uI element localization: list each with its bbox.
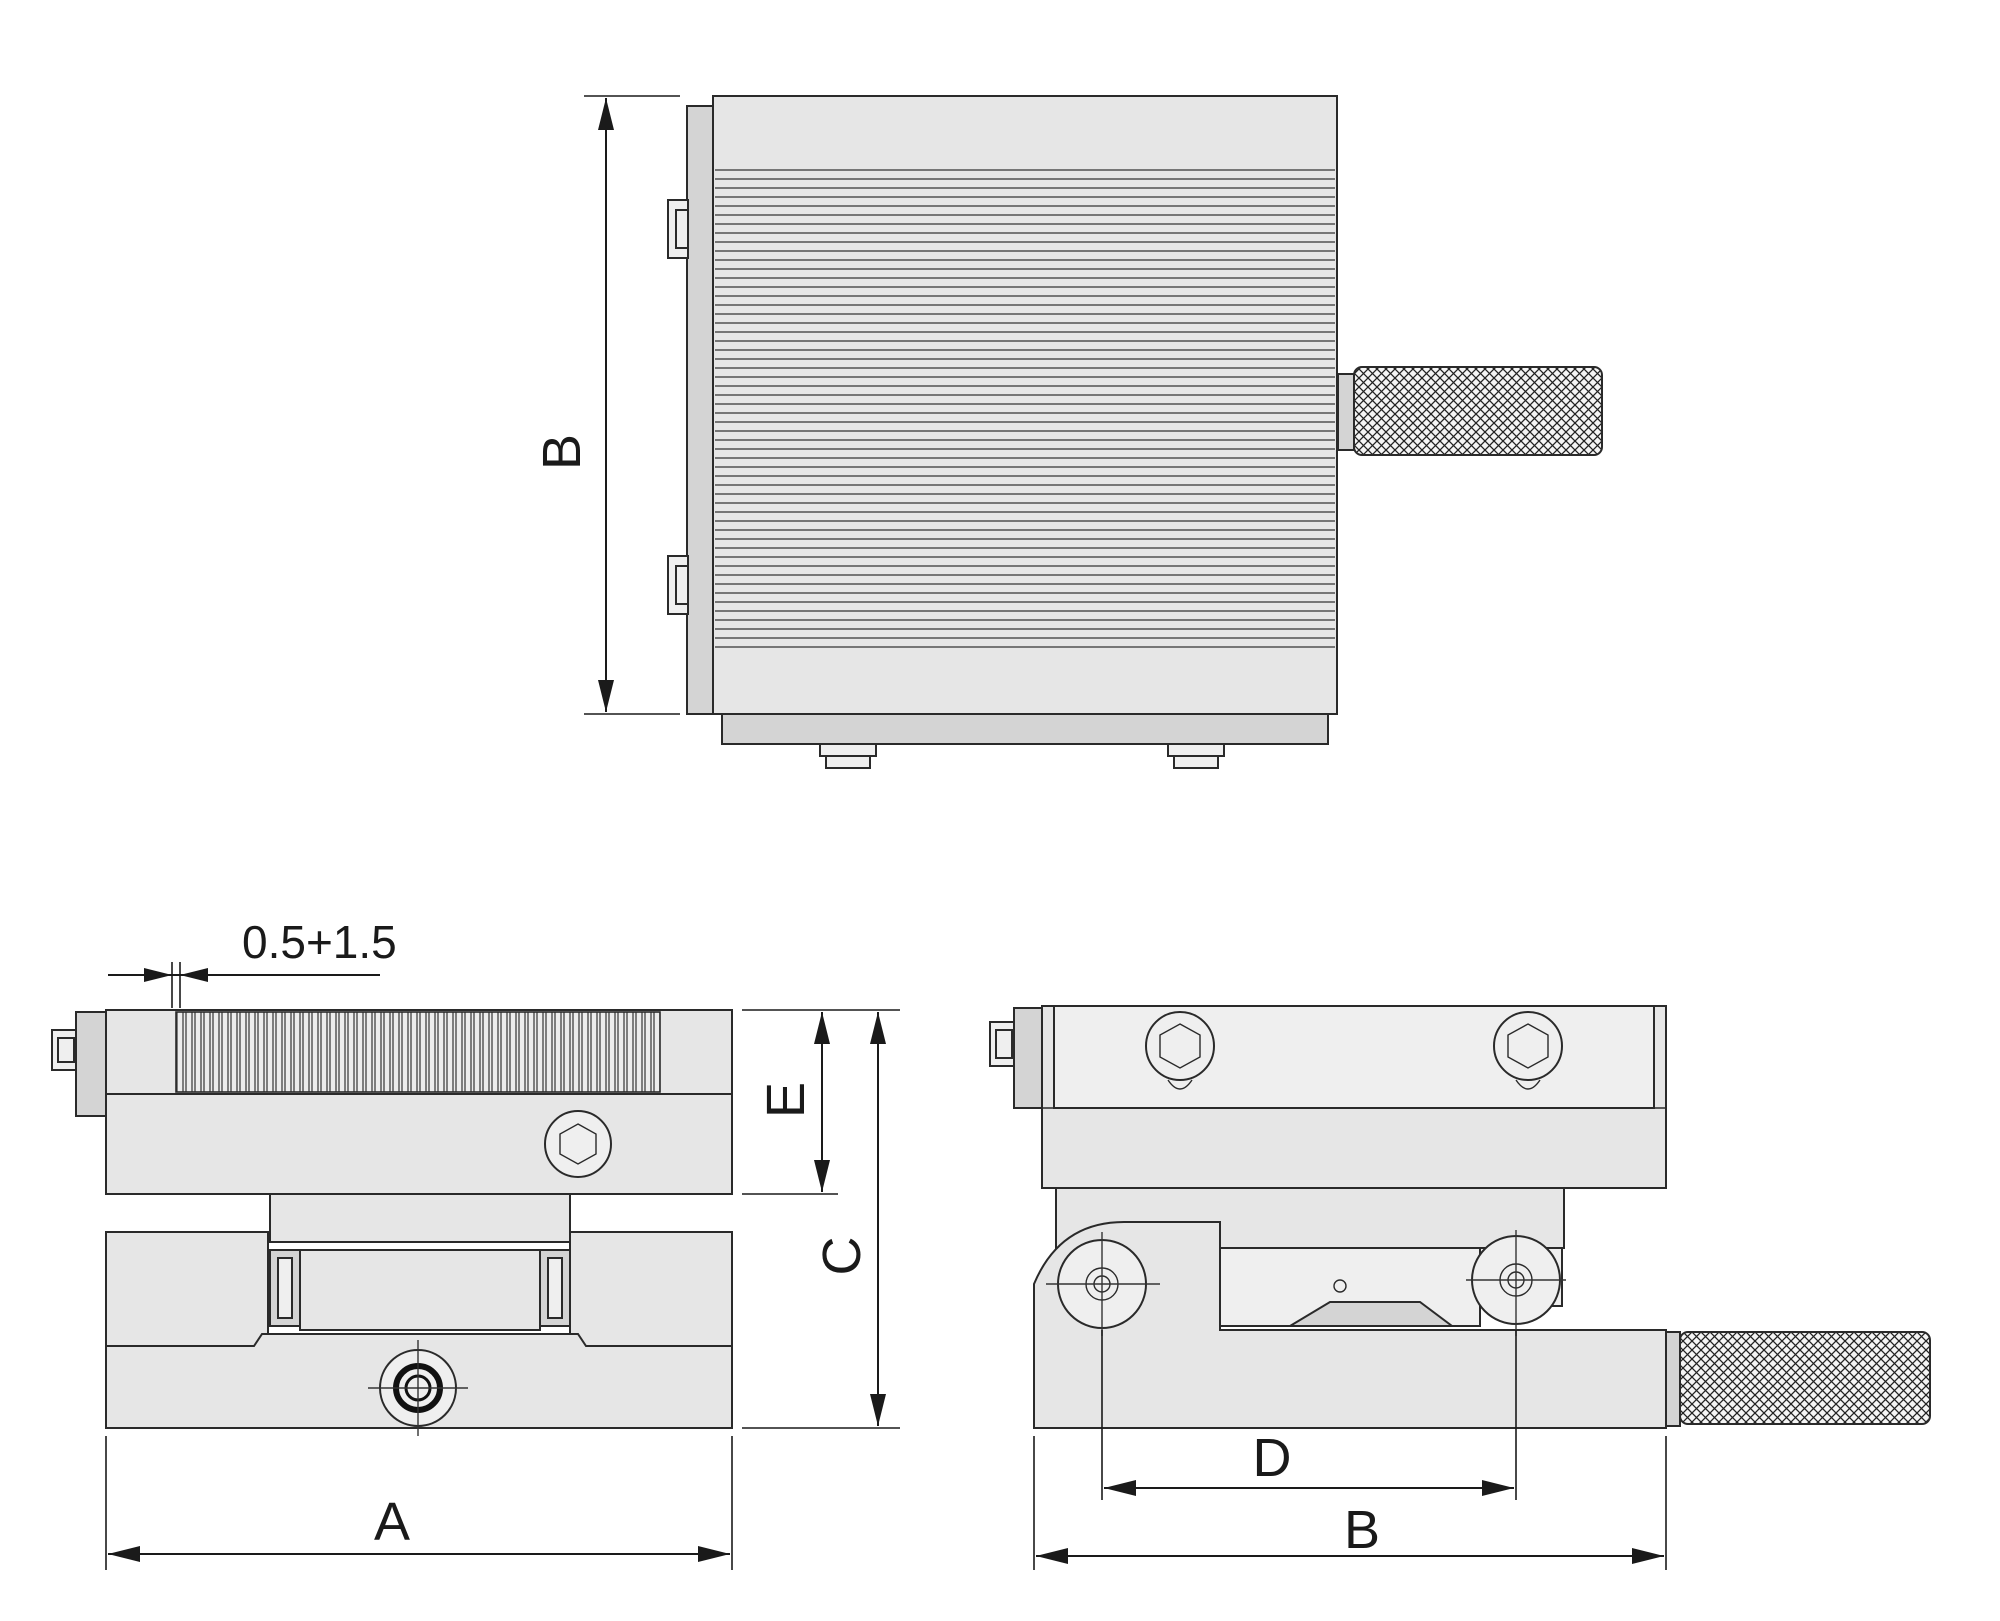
hex-bolt-bottom-right [1167, 743, 1225, 769]
hex-screw-side-left [1145, 1011, 1215, 1090]
dimension-label-d: D [1253, 1428, 1292, 1488]
hex-socket-screw-front [544, 1110, 612, 1178]
hex-bolt-bottom-left [819, 743, 877, 769]
clamp-plate-front [75, 1011, 107, 1117]
top-view: B [532, 95, 1603, 769]
dimension-label-e: E [756, 1082, 816, 1118]
spring-wedge [1286, 1301, 1455, 1327]
dimension-label-a: A [374, 1492, 410, 1552]
ribbed-surface [715, 169, 1335, 648]
knurled-knob [1353, 366, 1603, 456]
base-right-block [569, 1231, 733, 1347]
table-plate-side [1053, 1005, 1655, 1109]
knurled-knob-side [1679, 1331, 1931, 1425]
dimension-label-b-top: B [532, 434, 592, 470]
clamp-plate-side [1013, 1007, 1043, 1109]
hex-screw-side-right [1493, 1011, 1563, 1090]
knob-collar [1337, 373, 1355, 451]
side-view: D B [989, 1005, 1931, 1570]
serrated-face [175, 1011, 661, 1093]
dimension-label-c: C [812, 1237, 872, 1276]
spring-pin [1333, 1279, 1347, 1293]
tolerance-label: 0.5+1.5 [242, 916, 397, 968]
sine-table-body [712, 95, 1338, 715]
side-clamp-plate [686, 105, 714, 715]
dimension-label-b-side: B [1344, 1500, 1380, 1560]
inner-cavity [299, 1249, 541, 1331]
center-support [269, 1193, 571, 1243]
hex-bolt-left-upper [667, 199, 689, 259]
front-view: 0.5+1.5 E C A [51, 916, 900, 1570]
hex-bolt-left-lower [667, 555, 689, 615]
knob-collar-side [1665, 1331, 1681, 1427]
base-left-block [105, 1231, 269, 1347]
base-plate [721, 713, 1329, 745]
table-lower-block [105, 1093, 733, 1195]
